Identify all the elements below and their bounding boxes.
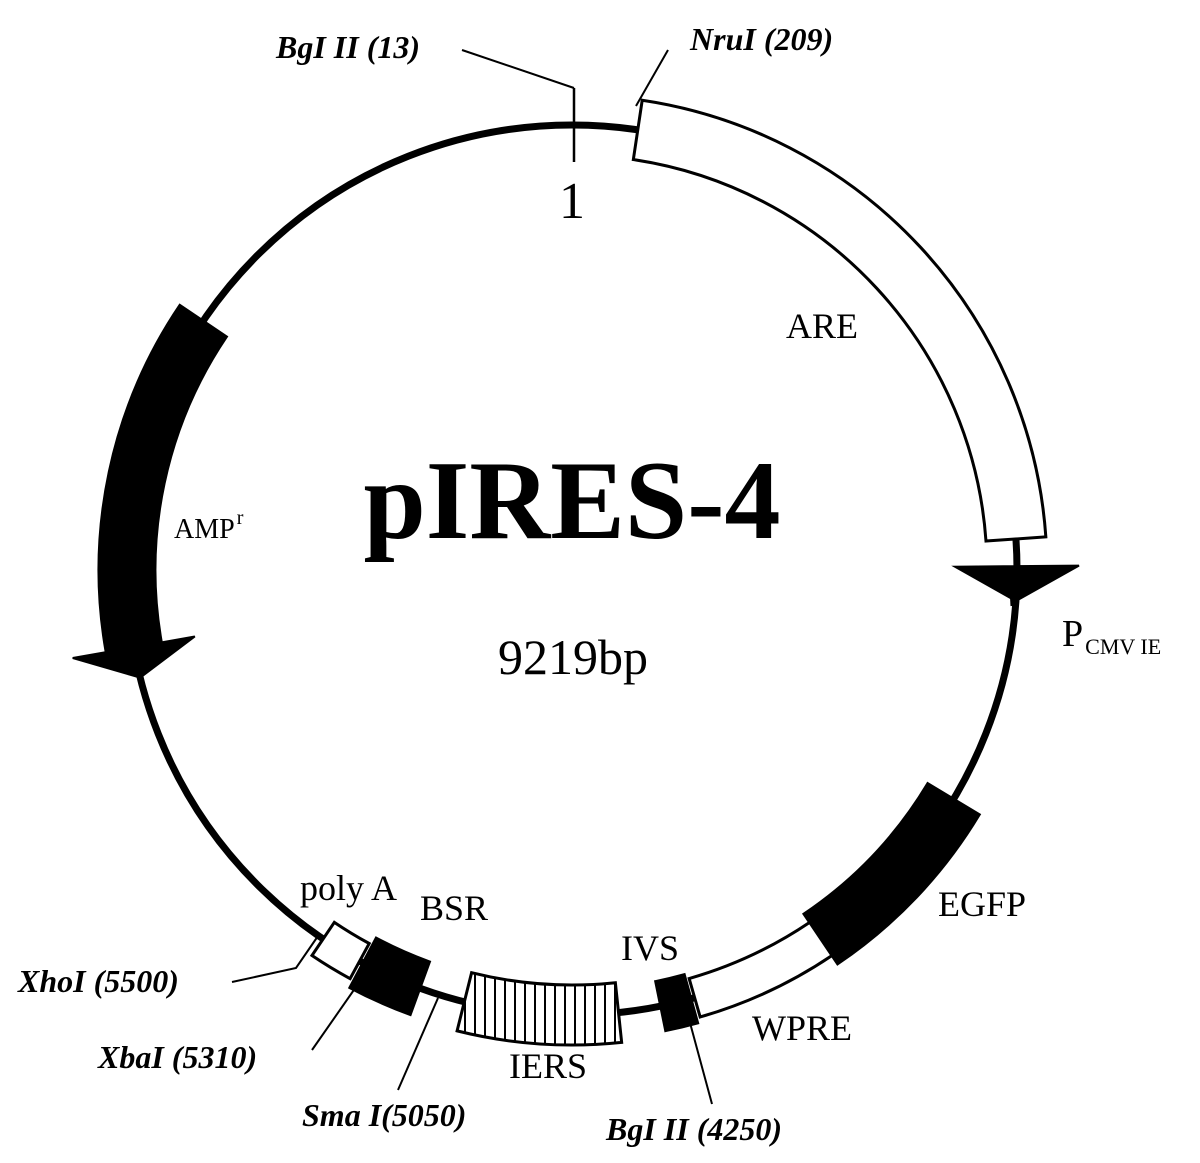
label-ivs: IVS bbox=[621, 928, 679, 968]
label-bsr: BSR bbox=[420, 888, 488, 928]
label-are: ARE bbox=[786, 306, 858, 346]
label-polya: poly A bbox=[300, 868, 397, 908]
site-smai-5050: Sma I(5050) bbox=[302, 1097, 466, 1133]
plasmid-name: pIRES-4 bbox=[363, 439, 780, 563]
label-pcmv-main: P bbox=[1062, 613, 1083, 655]
feature-ivs-block bbox=[653, 972, 700, 1033]
feature-ampr-block bbox=[97, 303, 229, 654]
feature-iers-block bbox=[455, 970, 624, 1047]
feature-polya-block bbox=[309, 920, 372, 981]
label-pcmv-sub: CMV IE bbox=[1085, 634, 1161, 659]
smai-5050-leader-line bbox=[397, 997, 439, 1091]
xbai-5310-leader-line bbox=[311, 963, 373, 1051]
ampr-arrowhead-icon bbox=[72, 635, 196, 679]
plasmid-size: 9219bp bbox=[498, 629, 648, 685]
site-xhoi-5500: XhoI (5500) bbox=[17, 963, 179, 999]
label-ampr-sup: r bbox=[237, 507, 244, 529]
feature-egfp-block bbox=[801, 781, 982, 966]
site-bglii-4250: BgI II (4250) bbox=[605, 1111, 782, 1147]
label-iers: IERS bbox=[509, 1046, 587, 1086]
site-bglii-13: BgI II (13) bbox=[275, 29, 420, 65]
bglii-13-leader-line bbox=[461, 49, 575, 89]
label-wpre: WPRE bbox=[752, 1008, 852, 1048]
site-nrui-209: NruI (209) bbox=[689, 21, 833, 57]
label-egfp: EGFP bbox=[938, 884, 1026, 924]
feature-are-block bbox=[631, 98, 1048, 543]
feature-wpre-block bbox=[687, 920, 835, 1019]
label-pcmv: PCMV IE bbox=[1062, 613, 1161, 659]
origin-label: 1 bbox=[559, 173, 585, 230]
xhoi-5500-leader-line bbox=[231, 935, 319, 983]
pcmv-junction-tick bbox=[1008, 569, 1014, 607]
nrui-209-leader-line bbox=[635, 49, 669, 107]
label-ampr-main: AMP bbox=[174, 514, 235, 545]
site-xbai-5310: XbaI (5310) bbox=[97, 1039, 257, 1075]
promoter-arrow-icon bbox=[951, 564, 1080, 603]
feature-bsr-block bbox=[347, 936, 432, 1017]
bglii-4250-leader-line bbox=[685, 1007, 713, 1105]
